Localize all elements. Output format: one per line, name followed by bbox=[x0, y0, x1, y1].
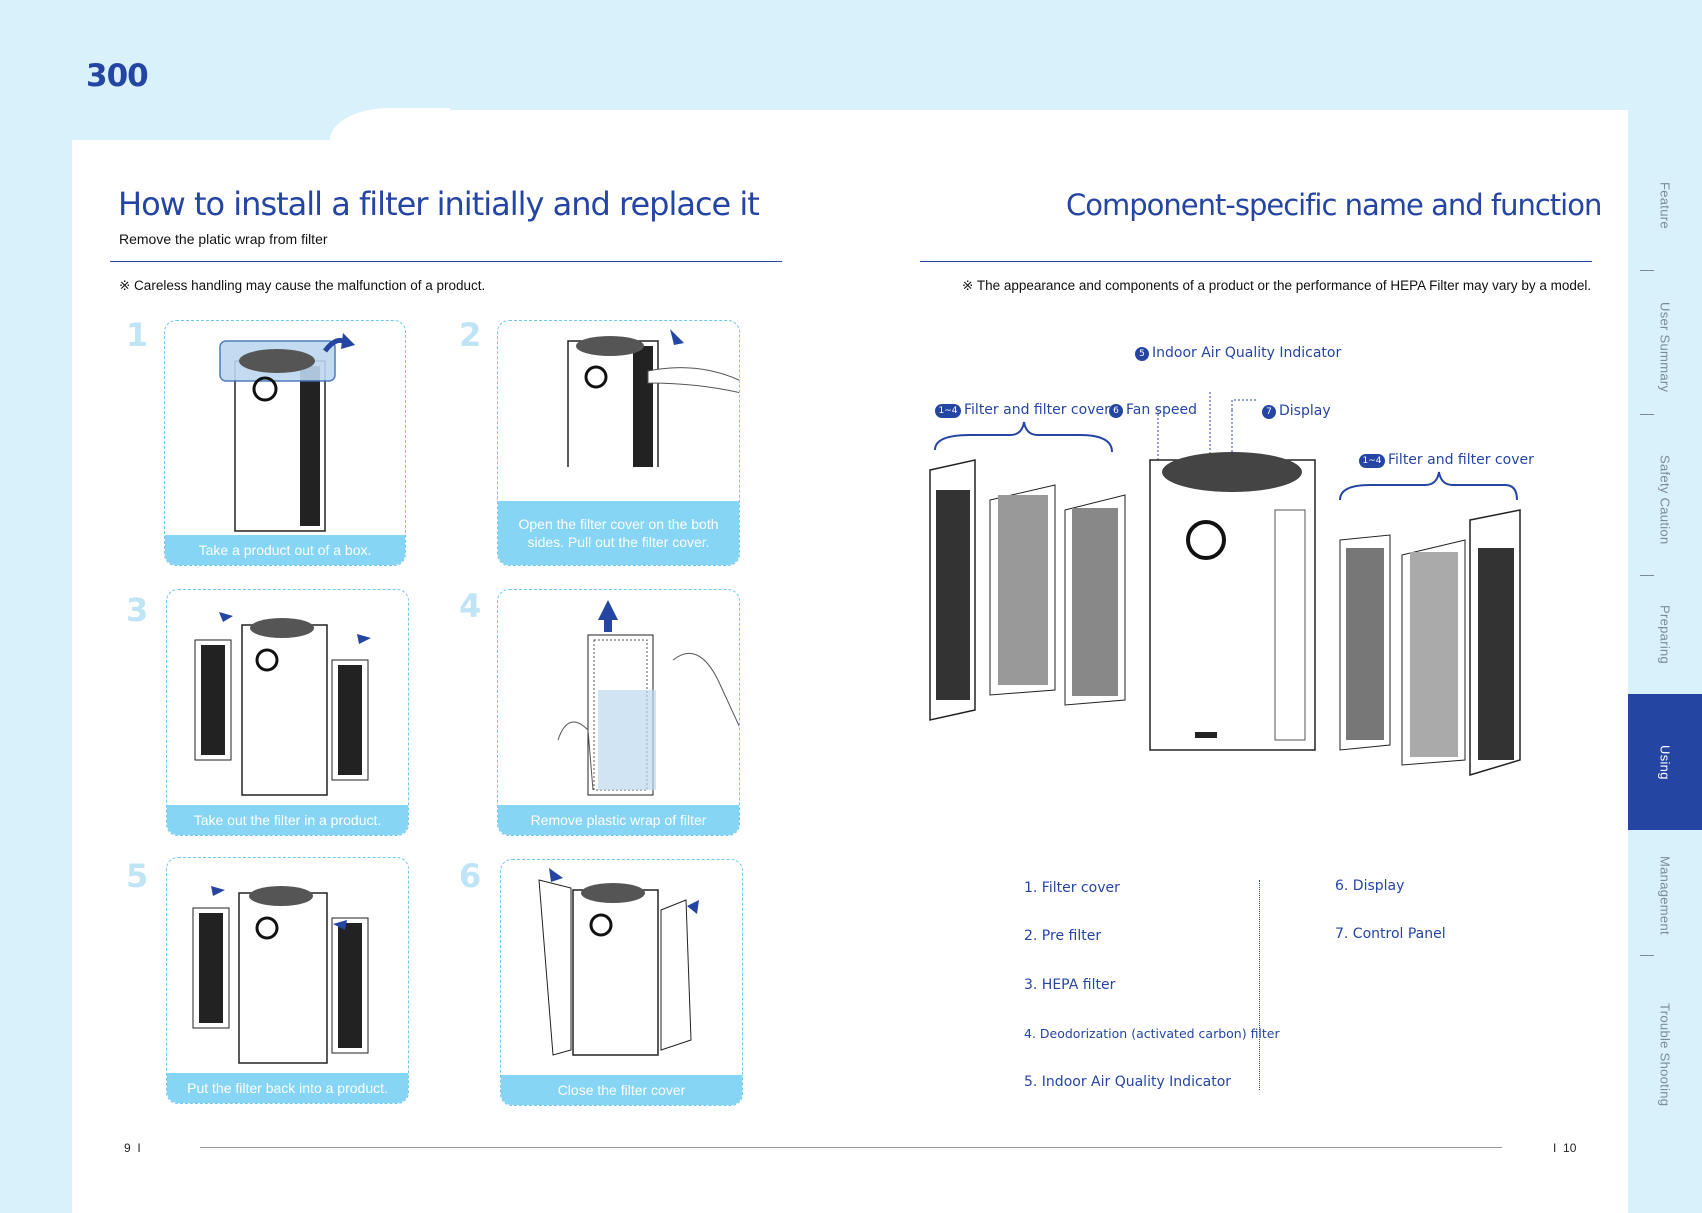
page-number-right: I 10 bbox=[1553, 1141, 1577, 1155]
part-item: 5. Indoor Air Quality Indicator bbox=[1024, 1074, 1232, 1090]
step-card-3: Take out the filter in a product. bbox=[166, 589, 409, 836]
part-item: 1. Filter cover bbox=[1024, 880, 1120, 896]
step-number: 3 bbox=[126, 591, 149, 629]
parts-separator bbox=[1259, 880, 1261, 1090]
step-caption: Take out the filter in a product. bbox=[167, 805, 408, 835]
side-tabs bbox=[1628, 110, 1702, 1213]
side-tab-management[interactable]: Management bbox=[1657, 855, 1673, 935]
step-1-illustration bbox=[219, 333, 355, 532]
step-caption: Remove plastic wrap of filter bbox=[498, 805, 739, 835]
side-separator bbox=[1640, 575, 1654, 576]
step-2-illustration bbox=[567, 329, 739, 467]
install-title: How to install a filter initially and re… bbox=[118, 185, 760, 223]
step-number: 6 bbox=[459, 857, 482, 895]
part-item: 4. Deodorization (activated carbon) filt… bbox=[1024, 1026, 1280, 1041]
right-divider bbox=[920, 261, 1592, 262]
sheet-tab bbox=[72, 108, 372, 140]
component-title: Component-specific name and function bbox=[1066, 188, 1602, 222]
step-card-5: Put the filter back into a product. bbox=[166, 857, 409, 1104]
step-4-illustration bbox=[557, 600, 739, 796]
footer-rule bbox=[200, 1147, 1502, 1148]
right-caution-note: ※ The appearance and components of a pro… bbox=[962, 278, 1592, 293]
step-5-illustration bbox=[192, 886, 369, 1064]
part-item: 7. Control Panel bbox=[1335, 926, 1446, 942]
part-item: 6. Display bbox=[1335, 878, 1405, 894]
side-tab-user-summary[interactable]: User Summary bbox=[1657, 301, 1673, 393]
step-card-4: Remove plastic wrap of filter bbox=[497, 589, 740, 836]
side-tab-trouble-shooting[interactable]: Trouble Shooting bbox=[1657, 1003, 1673, 1107]
step-number: 4 bbox=[459, 587, 482, 625]
step-number: 5 bbox=[126, 857, 149, 895]
left-divider bbox=[110, 261, 782, 262]
part-item: 2. Pre filter bbox=[1024, 928, 1102, 944]
step-caption: Put the filter back into a product. bbox=[167, 1073, 408, 1103]
step-caption: Open the filter cover on the both sides.… bbox=[498, 501, 739, 565]
left-caution-note: ※ Careless handling may cause the malfun… bbox=[119, 278, 486, 293]
side-tab-feature[interactable]: Feature bbox=[1657, 181, 1673, 229]
part-item: 3. HEPA filter bbox=[1024, 977, 1116, 993]
step-6-illustration bbox=[538, 868, 699, 1056]
side-separator bbox=[1640, 270, 1654, 271]
model-number: 300 bbox=[86, 58, 149, 94]
step-number: 2 bbox=[459, 316, 482, 354]
step-card-1: Take a product out of a box. bbox=[164, 320, 406, 566]
step-caption: Close the filter cover bbox=[501, 1075, 742, 1105]
step-caption: Take a product out of a box. bbox=[165, 535, 405, 565]
side-separator bbox=[1640, 955, 1654, 956]
side-tab-safety-caution[interactable]: Safety Caution bbox=[1657, 455, 1673, 545]
exploded-diagram bbox=[929, 392, 1521, 777]
step-number: 1 bbox=[126, 316, 149, 354]
side-separator bbox=[1640, 414, 1654, 415]
step-card-6: Close the filter cover bbox=[500, 859, 743, 1106]
install-subtitle: Remove the platic wrap from filter bbox=[119, 231, 328, 247]
side-tab-preparing[interactable]: Preparing bbox=[1657, 605, 1673, 665]
side-tab-using[interactable]: Using bbox=[1628, 694, 1702, 830]
page-number-left: 9 I bbox=[124, 1141, 141, 1155]
step-card-2: Open the filter cover on the both sides.… bbox=[497, 320, 740, 566]
step-3-illustration bbox=[194, 612, 371, 796]
